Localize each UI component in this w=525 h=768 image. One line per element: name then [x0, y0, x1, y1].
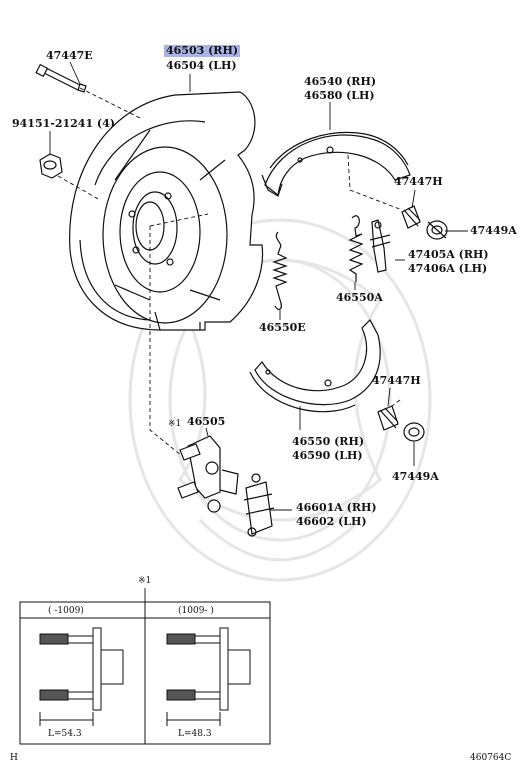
- strut-part: [243, 473, 275, 537]
- label-adjuster-rh[interactable]: 47405A (RH): [408, 248, 489, 261]
- inset-left-dim: L=54.3: [48, 729, 82, 739]
- label-strut-lh[interactable]: 46602 (LH): [296, 515, 367, 528]
- label-cup-upper[interactable]: 47449A: [470, 224, 517, 237]
- label-bolt[interactable]: 47447E: [46, 49, 93, 62]
- upper-brake-shoe: [261, 131, 411, 197]
- lower-hold-spring: [377, 405, 425, 442]
- label-shoe-upper-lh[interactable]: 46580 (LH): [304, 89, 375, 102]
- label-spring-a[interactable]: 46550A: [336, 291, 383, 304]
- return-spring-a: [348, 215, 364, 282]
- label-pin-upper[interactable]: 47447H: [394, 175, 443, 188]
- label-pin-lower[interactable]: 47447H: [372, 374, 421, 387]
- note-mark: ※1: [168, 419, 182, 429]
- bolt-part: [35, 63, 87, 93]
- nut-part: [39, 153, 63, 179]
- label-shoe-lower-lh[interactable]: 46590 (LH): [292, 449, 363, 462]
- inset-mark: ※1: [138, 576, 152, 586]
- upper-hold-spring: [401, 205, 448, 240]
- label-shoe-lower-rh[interactable]: 46550 (RH): [292, 435, 365, 448]
- label-shoe-upper-rh[interactable]: 46540 (RH): [304, 75, 377, 88]
- label-lever[interactable]: 46505: [187, 415, 226, 428]
- label-backing-plate-rh[interactable]: 46503 (RH): [164, 44, 241, 57]
- label-strut-rh[interactable]: 46601A (RH): [296, 501, 377, 514]
- lever-part: [177, 435, 239, 513]
- diagram-code: 460764C: [470, 753, 512, 763]
- hub-bolt-right: [166, 627, 251, 726]
- footer-mark: H: [10, 753, 18, 763]
- inset-right-header: (1009- ): [178, 606, 214, 616]
- return-spring-e: [272, 231, 288, 310]
- adjuster-part: [369, 219, 391, 273]
- label-cup-lower[interactable]: 47449A: [392, 470, 439, 483]
- lower-brake-shoe: [249, 319, 381, 413]
- label-nut[interactable]: 94151-21241 (4): [12, 117, 115, 130]
- hub-bolt-left: [39, 627, 124, 726]
- inset-left-header: ( -1009): [48, 606, 84, 616]
- label-backing-plate-lh[interactable]: 46504 (LH): [166, 59, 237, 72]
- inset-right-dim: L=48.3: [178, 729, 212, 739]
- label-spring-e[interactable]: 46550E: [259, 321, 306, 334]
- inset-table: [19, 601, 271, 745]
- label-adjuster-lh[interactable]: 47406A (LH): [408, 262, 488, 275]
